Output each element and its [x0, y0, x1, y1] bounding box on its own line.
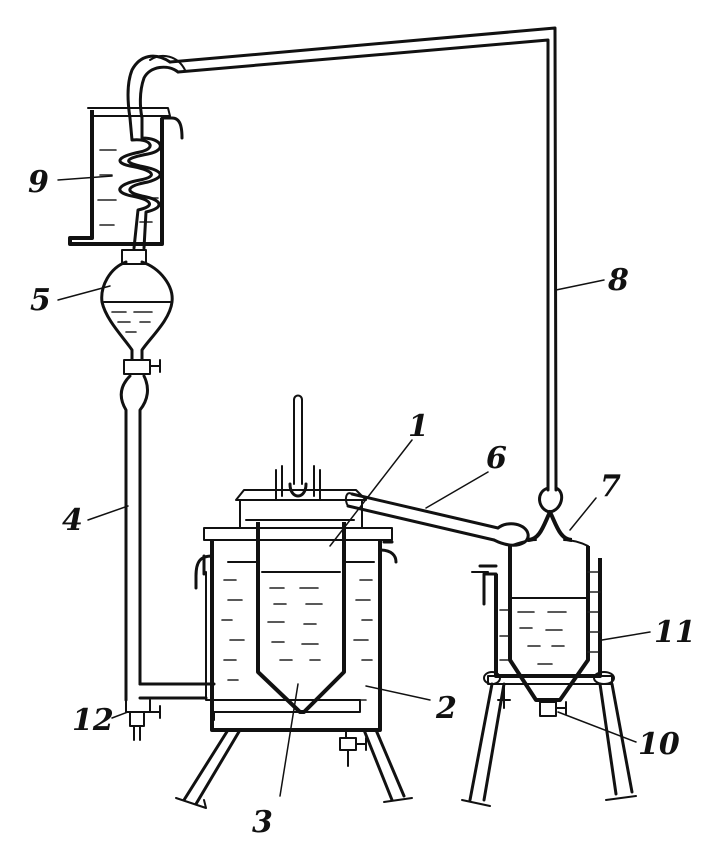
cross-tube-6 — [344, 492, 530, 547]
leader-5 — [57, 285, 111, 301]
label-8: 8 — [607, 263, 629, 298]
label-2: 2 — [435, 691, 457, 726]
label-3: 3 — [252, 805, 273, 840]
label-5: 5 — [30, 283, 51, 318]
label-4: 4 — [62, 503, 83, 538]
label-6: 6 — [486, 441, 507, 476]
label-1: 1 — [408, 409, 429, 444]
leader-2 — [365, 685, 431, 701]
leader-12 — [111, 711, 129, 719]
label-7: 7 — [600, 469, 621, 504]
bath-vessel-2 — [175, 489, 413, 809]
leader-10 — [557, 711, 637, 743]
leader-lines — [57, 175, 651, 797]
leader-3 — [279, 683, 299, 797]
extractor-chamber-1 — [245, 394, 355, 714]
leader-8 — [555, 279, 605, 291]
label-9: 9 — [28, 165, 49, 200]
leader-1 — [329, 439, 413, 547]
leader-7 — [569, 497, 597, 531]
vapor-tube-8 — [126, 26, 564, 514]
label-10: 10 — [638, 727, 680, 762]
separator-funnel-5 — [100, 249, 174, 375]
return-tube-4 — [119, 374, 216, 741]
leader-6 — [425, 471, 489, 509]
number-labels: 1 2 3 4 5 6 7 8 9 10 11 12 — [28, 165, 696, 840]
heating-bath-11 — [461, 558, 637, 807]
leader-11 — [601, 631, 651, 641]
leader-9 — [57, 175, 113, 181]
leader-4 — [87, 505, 129, 521]
receiver-flask-7 — [508, 510, 590, 717]
condenser-9 — [68, 107, 184, 250]
label-12: 12 — [72, 703, 114, 738]
label-11: 11 — [654, 615, 696, 650]
